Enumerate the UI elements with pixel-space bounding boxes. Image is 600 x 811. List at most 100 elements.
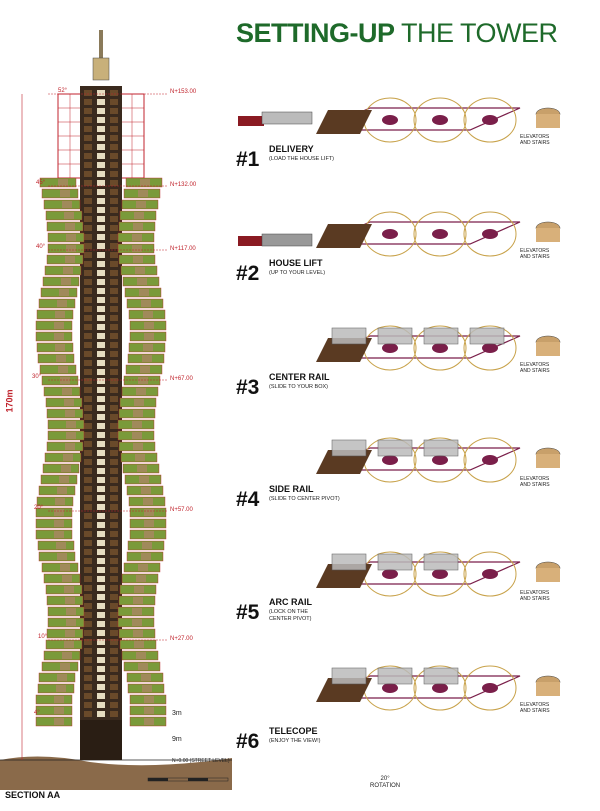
core-cell	[84, 243, 92, 249]
core-cell	[110, 414, 118, 420]
truck-cab	[238, 116, 264, 126]
module-window	[132, 234, 142, 241]
core-cell	[110, 189, 118, 195]
house-box	[423, 667, 459, 685]
core-cell	[97, 405, 105, 411]
module-window	[55, 498, 65, 505]
core-cell	[84, 468, 92, 474]
core-cell	[110, 504, 118, 510]
module-window	[59, 476, 69, 483]
arc-rail	[463, 665, 517, 689]
core-cell	[84, 288, 92, 294]
core-cell	[84, 387, 92, 393]
module-window	[141, 487, 151, 494]
core-cell	[84, 153, 92, 159]
core-cell	[110, 162, 118, 168]
module-window	[56, 542, 66, 549]
module-window	[143, 311, 153, 318]
core-cell	[110, 315, 118, 321]
arc-rail	[413, 119, 467, 143]
core-cell	[84, 693, 92, 699]
core-cell	[97, 324, 105, 330]
module-window	[56, 355, 66, 362]
core-cell	[97, 468, 105, 474]
truck-trailer	[261, 111, 313, 125]
module-window	[60, 190, 70, 197]
elevators-label-4: ELEVATORS AND STAIRS	[520, 476, 550, 488]
elevation-117: N+117.00	[170, 246, 196, 252]
module-window	[58, 366, 68, 373]
module-window	[136, 652, 146, 659]
core-cell	[97, 648, 105, 654]
core-cell	[84, 612, 92, 618]
core-cell	[97, 621, 105, 627]
core-cell	[110, 648, 118, 654]
core-cell	[84, 558, 92, 564]
module-window	[66, 608, 76, 615]
core-cell	[110, 702, 118, 708]
house-box	[423, 553, 459, 571]
module-window	[144, 707, 154, 714]
core-cell	[110, 108, 118, 114]
core-cell	[110, 522, 118, 528]
core-cell	[97, 513, 105, 519]
elevator-body	[536, 454, 560, 468]
core-cell	[84, 162, 92, 168]
core-cell	[84, 531, 92, 537]
module-window	[144, 509, 154, 516]
core-cell	[110, 450, 118, 456]
core-cell	[84, 450, 92, 456]
module-window	[58, 179, 68, 186]
core-cell	[97, 594, 105, 600]
core-cell	[97, 711, 105, 717]
core-cell	[110, 198, 118, 204]
core-cell	[84, 270, 92, 276]
rotation-label: 20° ROTATION	[370, 776, 401, 789]
core-cell	[84, 306, 92, 312]
core-cell	[97, 504, 105, 510]
module-window	[144, 718, 154, 725]
core-cell	[84, 198, 92, 204]
core-cell	[97, 522, 105, 528]
elevation-132: N+132.00	[170, 182, 197, 188]
core-cell	[97, 108, 105, 114]
module-window	[63, 454, 73, 461]
core-cell	[97, 414, 105, 420]
center-pivot	[482, 569, 498, 579]
core-cell	[84, 594, 92, 600]
module-window	[144, 696, 154, 703]
core-cell	[110, 477, 118, 483]
step-number: #4	[236, 488, 260, 511]
core-cell	[84, 675, 92, 681]
core-cell	[110, 270, 118, 276]
module-window	[133, 410, 143, 417]
core-cell	[84, 117, 92, 123]
core-cell	[97, 99, 105, 105]
core-cell	[84, 378, 92, 384]
core-cell	[97, 234, 105, 240]
core-cell	[84, 486, 92, 492]
core-cell	[110, 585, 118, 591]
elevator-body	[536, 568, 560, 582]
house-box	[469, 327, 505, 345]
module-window	[134, 586, 144, 593]
core-cell	[84, 639, 92, 645]
module-window	[137, 278, 147, 285]
core-cell	[84, 189, 92, 195]
ground	[0, 756, 232, 790]
core-cell	[84, 630, 92, 636]
core-cell	[97, 207, 105, 213]
module-window	[137, 465, 147, 472]
module-window	[135, 454, 145, 461]
base-dim-9m: 9m	[172, 736, 182, 743]
module-window	[139, 476, 149, 483]
elevator-body	[536, 342, 560, 356]
core-cell	[84, 135, 92, 141]
center-pivot	[382, 343, 398, 353]
core-cell	[110, 279, 118, 285]
module-window	[57, 674, 67, 681]
module-window	[54, 509, 64, 516]
house-box	[377, 667, 413, 685]
module-window	[134, 641, 144, 648]
elevators-label-5: ELEVATORS AND STAIRS	[520, 590, 550, 602]
